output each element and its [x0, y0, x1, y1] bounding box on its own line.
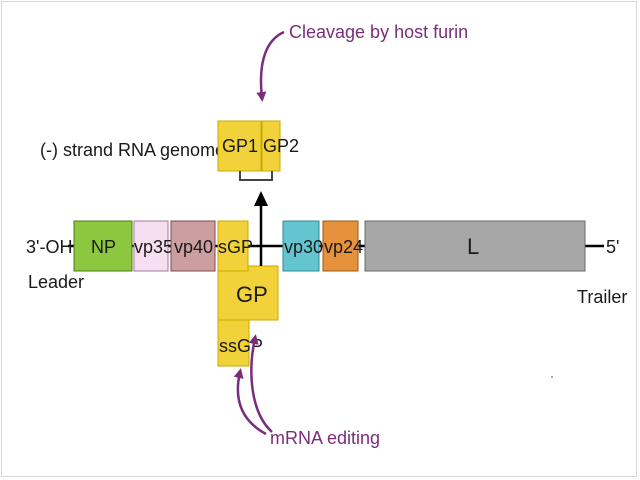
genome-title: (-) strand RNA genome [40, 140, 225, 160]
stray-dot [551, 376, 553, 378]
np-gene-label: NP [91, 237, 116, 257]
editing-arrow-long [248, 334, 273, 433]
sgp-gene-label: sGP [218, 237, 253, 257]
l-gene-box [364, 220, 586, 272]
five-prime-end-label: 5' [606, 237, 619, 257]
editing-annotation: mRNA editing [270, 428, 380, 448]
cleavage-arrow [256, 30, 285, 102]
cleavage-annotation: Cleavage by host furin [289, 22, 468, 42]
editing-arrow-short [233, 368, 267, 436]
gp-product-box [217, 265, 279, 321]
vp35-gene-label: vp35 [134, 237, 173, 257]
vp40-gene-box [170, 220, 216, 272]
ssgp-product-label: ssGP [219, 336, 263, 356]
np-gene-box [73, 220, 133, 272]
vp24-gene-box [322, 220, 359, 272]
gp1-label: GP1 [222, 136, 258, 156]
sgp-gene-box [217, 220, 249, 272]
vp24-gene-label: vp24 [324, 237, 363, 257]
l-gene-label: L [467, 234, 479, 259]
gp1-box [217, 120, 262, 172]
gp-product-label: GP [236, 282, 268, 307]
vp35-gene-box [133, 220, 169, 272]
disulfide-bracket [239, 171, 273, 181]
leader-label: Leader [28, 272, 84, 292]
processing-arrow-head [254, 191, 268, 206]
vp30-gene-box [282, 220, 320, 272]
gp2-label: GP2 [263, 136, 299, 156]
vp40-gene-label: vp40 [174, 237, 213, 257]
trailer-label: Trailer [577, 287, 627, 307]
vp30-gene-label: vp30 [284, 237, 323, 257]
three-prime-end-label: 3'-OH [26, 237, 72, 257]
